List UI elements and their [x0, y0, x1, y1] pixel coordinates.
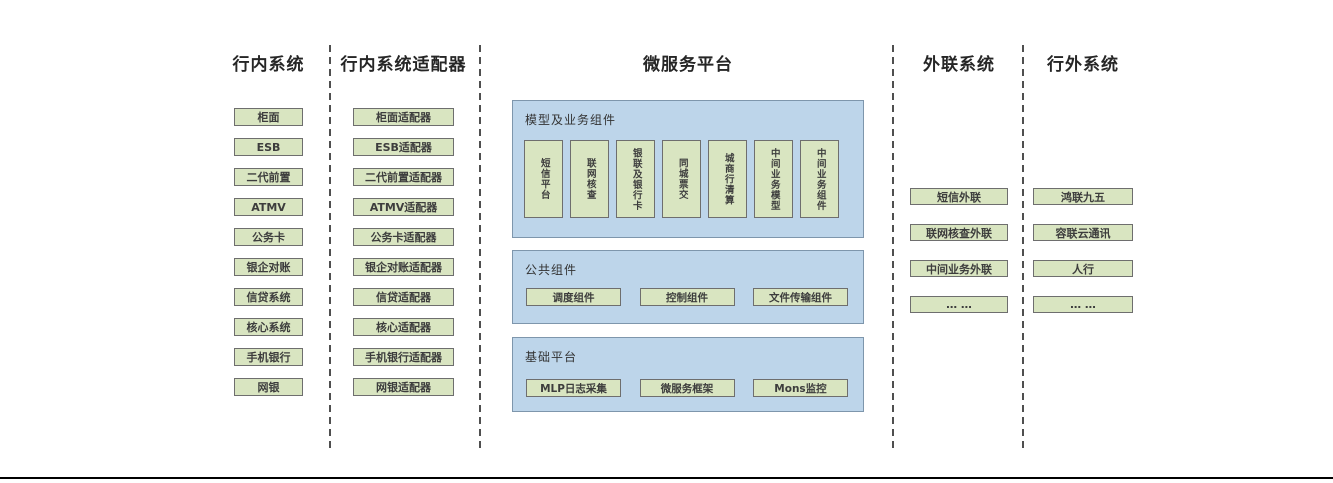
outside-system-chip: 容联云通讯 — [1033, 224, 1133, 241]
business-component-chip: 银联及银行卡 — [616, 140, 655, 218]
column-title-outside-bank-systems: 行外系统 — [1047, 55, 1119, 75]
system-chip: ESB — [234, 138, 303, 156]
base-platform-chip: Mons监控 — [753, 379, 848, 397]
model-business-components-list: 短信平台联网核查银联及银行卡同城票交城商行清算中间业务模型中间业务组件 — [524, 140, 848, 218]
panel-label-base-platform: 基础平台 — [525, 350, 578, 364]
column-title-in-bank-systems: 行内系统 — [232, 55, 305, 75]
base-platform-list: MLP日志采集微服务框架 Mons监控 — [526, 379, 848, 397]
adapter-chip: 信贷适配器 — [353, 288, 454, 306]
column-title-microservice-platform: 微服务平台 — [643, 55, 733, 75]
adapter-chip: 网银适配器 — [353, 378, 454, 396]
column-separator-2 — [479, 45, 481, 453]
panel-base-platform: 基础平台 MLP日志采集微服务框架 Mons监控 — [512, 337, 864, 412]
adapter-chip: 手机银行适配器 — [353, 348, 454, 366]
column-separator-1 — [329, 45, 331, 453]
system-chip: 核心系统 — [234, 318, 303, 336]
panel-common-components: 公共组件 调度组件控制组件文件传输组件 — [512, 250, 864, 324]
system-chip: 公务卡 — [234, 228, 303, 246]
bottom-divider-line — [0, 477, 1333, 479]
outside-bank-systems-list: 鸿联九五容联云通讯人行 … … — [1033, 188, 1133, 313]
business-component-chip: 城商行清算 — [708, 140, 747, 218]
base-platform-chip: 微服务框架 — [639, 379, 735, 397]
common-component-chip: 控制组件 — [639, 288, 735, 306]
external-link-systems-list: 短信外联联网核查外联中间业务外联 … … — [910, 188, 1008, 313]
adapter-chip: 公务卡适配器 — [353, 228, 454, 246]
common-components-list: 调度组件控制组件文件传输组件 — [526, 288, 848, 306]
adapter-chip: ATMV适配器 — [353, 198, 454, 216]
adapter-chip: ESB适配器 — [353, 138, 454, 156]
panel-label-model-business-components: 模型及业务组件 — [525, 113, 617, 127]
business-component-chip: 中间业务模型 — [754, 140, 793, 218]
external-chip: 中间业务外联 — [910, 260, 1008, 277]
column-title-in-bank-adapters: 行内系统适配器 — [340, 55, 467, 75]
in-bank-adapters-list: 柜面适配器 ESB适配器二代前置适配器 ATMV适配器公务卡适配器银企对账适配器信贷… — [353, 108, 454, 396]
external-chip: … … — [910, 296, 1008, 313]
panel-model-business-components: 模型及业务组件 短信平台联网核查银联及银行卡同城票交城商行清算中间业务模型中间业… — [512, 100, 864, 238]
business-component-chip: 同城票交 — [662, 140, 701, 218]
adapter-chip: 核心适配器 — [353, 318, 454, 336]
system-chip: 银企对账 — [234, 258, 303, 276]
column-title-external-link-systems: 外联系统 — [923, 55, 995, 75]
system-chip: 网银 — [234, 378, 303, 396]
business-component-chip: 短信平台 — [524, 140, 563, 218]
business-component-chip: 联网核查 — [570, 140, 609, 218]
common-component-chip: 文件传输组件 — [753, 288, 848, 306]
outside-system-chip: … … — [1033, 296, 1133, 313]
panel-label-common-components: 公共组件 — [525, 263, 578, 277]
external-chip: 联网核查外联 — [910, 224, 1008, 241]
system-chip: ATMV — [234, 198, 303, 216]
system-chip: 柜面 — [234, 108, 303, 126]
outside-system-chip: 鸿联九五 — [1033, 188, 1133, 205]
system-chip: 手机银行 — [234, 348, 303, 366]
external-chip: 短信外联 — [910, 188, 1008, 205]
column-separator-3 — [892, 45, 894, 453]
system-chip: 信贷系统 — [234, 288, 303, 306]
business-component-chip: 中间业务组件 — [800, 140, 839, 218]
in-bank-systems-list: 柜面 ESB 二代前置 ATMV 公务卡银企对账信贷系统核心系统手机银行网银 — [234, 108, 303, 396]
adapter-chip: 银企对账适配器 — [353, 258, 454, 276]
adapter-chip: 二代前置适配器 — [353, 168, 454, 186]
column-separator-4 — [1022, 45, 1024, 453]
common-component-chip: 调度组件 — [526, 288, 621, 306]
system-chip: 二代前置 — [234, 168, 303, 186]
base-platform-chip: MLP日志采集 — [526, 379, 621, 397]
outside-system-chip: 人行 — [1033, 260, 1133, 277]
adapter-chip: 柜面适配器 — [353, 108, 454, 126]
